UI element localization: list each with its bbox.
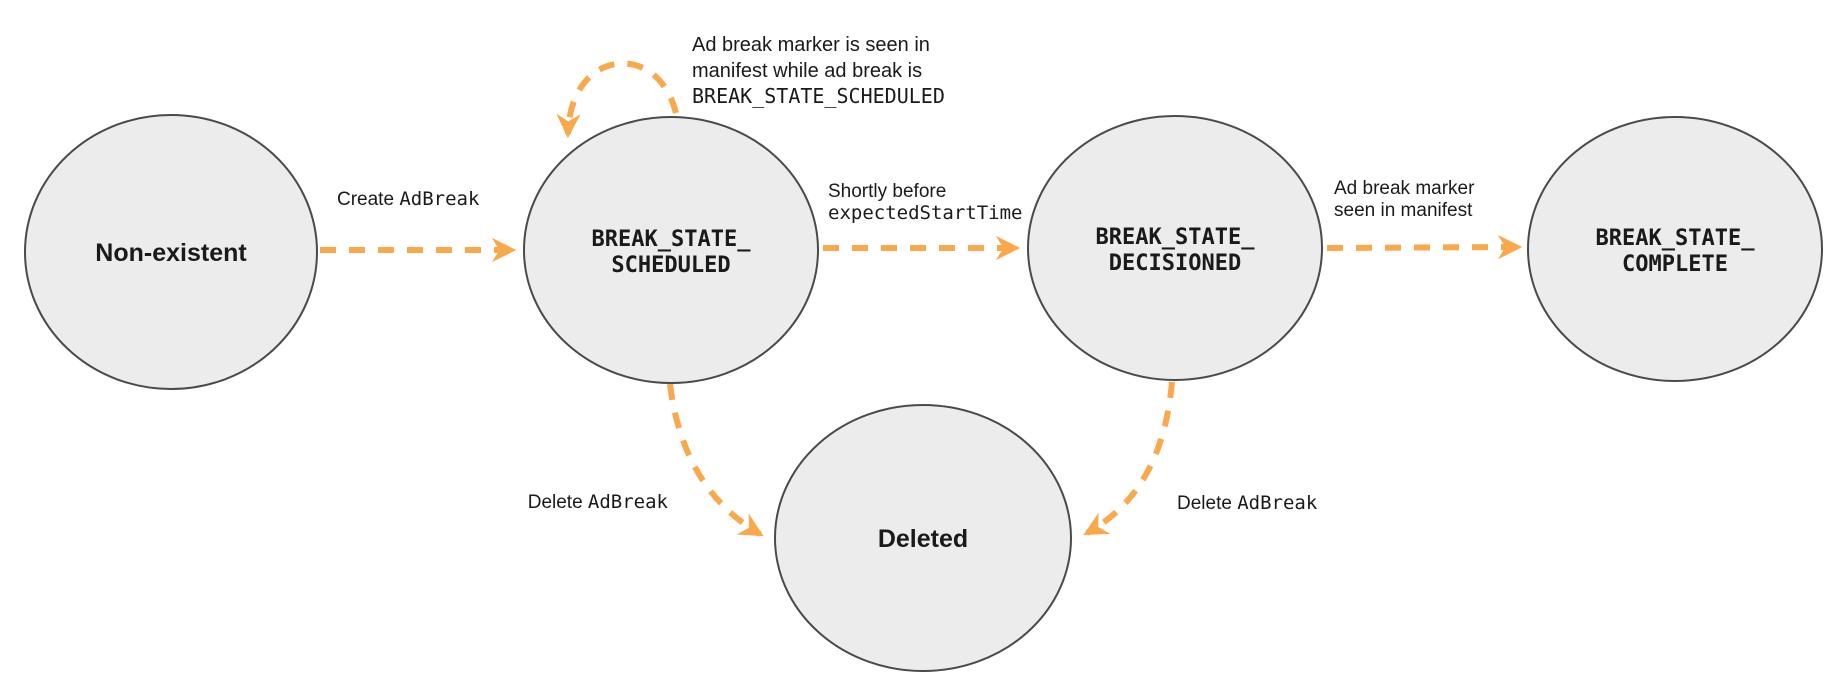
edge-delete-from-scheduled-arrow (667, 383, 764, 537)
edge-delete-from-scheduled-label: Delete AdBreak (528, 491, 669, 513)
svg-text:Shortly before: Shortly before (828, 181, 946, 202)
edge-self-loop-arrow (556, 60, 679, 139)
state-node-non-existent: Non-existent (24, 114, 318, 390)
edge-marker-seen-label: Ad break marker seen in manifest (1334, 178, 1475, 221)
svg-text:BREAK_STATE_SCHEDULED: BREAK_STATE_SCHEDULED (692, 84, 945, 108)
edge-shortly-before-label: Shortly before expectedStartTime (828, 181, 1022, 224)
state-label-break-state-scheduled-line1: BREAK_STATE_ (592, 227, 752, 252)
state-node-break-state-scheduled: BREAK_STATE_ SCHEDULED (523, 116, 819, 384)
svg-text:expectedStartTime: expectedStartTime (828, 202, 1022, 224)
state-label-break-state-complete-line2: COMPLETE (1622, 252, 1728, 277)
svg-text:Ad break marker is seen in: Ad break marker is seen in (692, 34, 930, 56)
edge-create-adbreak-label: Create AdBreak (337, 188, 480, 210)
state-circle-break-state-scheduled (523, 116, 819, 384)
state-label-non-existent: Non-existent (95, 239, 247, 267)
state-circle-non-existent (24, 114, 318, 390)
edge-marker-seen-arrow (1326, 234, 1523, 260)
svg-text:seen in manifest: seen in manifest (1334, 200, 1473, 221)
state-label-break-state-decisioned-line2: DECISIONED (1109, 251, 1241, 276)
edge-delete-from-decisioned-label: Delete AdBreak (1177, 492, 1318, 514)
state-circle-deleted (774, 404, 1072, 672)
state-node-break-state-complete: BREAK_STATE_ COMPLETE (1527, 116, 1823, 382)
edge-delete-from-decisioned-arrow (1083, 381, 1175, 536)
state-label-deleted: Deleted (878, 525, 968, 553)
state-circle-break-state-decisioned (1027, 115, 1323, 381)
svg-text:Ad break marker: Ad break marker (1334, 178, 1475, 199)
state-node-break-state-decisioned: BREAK_STATE_ DECISIONED (1027, 115, 1323, 381)
state-label-break-state-complete-line1: BREAK_STATE_ (1596, 226, 1756, 251)
state-label-break-state-decisioned-line1: BREAK_STATE_ (1096, 225, 1256, 250)
state-circle-break-state-complete (1527, 116, 1823, 382)
svg-text:manifest while ad break is: manifest while ad break is (692, 60, 922, 82)
state-node-deleted: Deleted (774, 404, 1072, 672)
edge-self-loop-label: Ad break marker is seen in manifest whil… (692, 34, 945, 108)
state-label-break-state-scheduled-line2: SCHEDULED (611, 253, 730, 278)
